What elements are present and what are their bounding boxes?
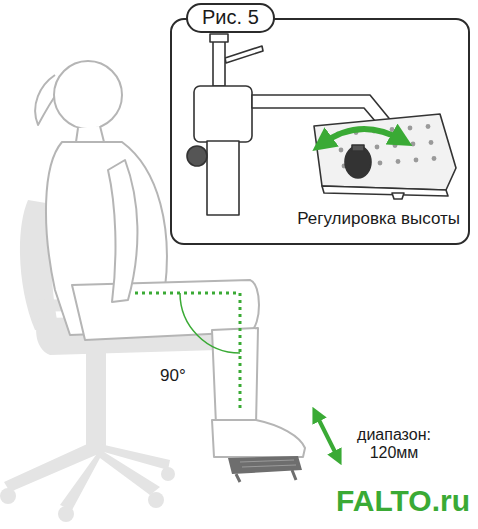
plate-hole: [411, 142, 416, 147]
inset-ground: [171, 19, 469, 244]
drawing-part: [239, 293, 242, 410]
plate-hole: [429, 140, 434, 145]
plate-hole: [378, 161, 383, 166]
drawing-part: [135, 292, 240, 295]
drawing-part: [236, 470, 296, 482]
figure-number: Рис. 5: [202, 6, 259, 29]
watermark: FALTO.ru: [336, 484, 470, 519]
neck: [76, 126, 104, 142]
chair-wheel: [161, 467, 175, 481]
plate-hole: [414, 158, 419, 163]
post-cap: [210, 34, 228, 42]
clamp-knob: [187, 146, 207, 166]
lower-leg: [212, 328, 258, 425]
plate-hole: [375, 145, 380, 150]
lower-tube: [207, 141, 239, 215]
range-label: диапазон: 120мм: [346, 426, 442, 463]
plate-hole: [432, 156, 437, 161]
angle-guide: [135, 293, 240, 410]
post: [213, 40, 225, 86]
range-arrow: [316, 414, 338, 458]
inset-panel: Рис. 5Регулировка высоты: [170, 18, 470, 245]
plate-hole: [393, 143, 398, 148]
drawing-part: [180, 293, 240, 353]
chair-column: [86, 352, 106, 447]
head: [54, 61, 122, 129]
arm: [108, 160, 137, 302]
knob-stem: [352, 145, 364, 151]
plate-hole: [339, 148, 344, 153]
chair-wheel: [0, 488, 16, 504]
chair-wheel: [58, 506, 74, 522]
chair-wheel: [148, 492, 164, 508]
drawing-part: [228, 456, 302, 474]
plate-hole: [426, 124, 431, 129]
plate-edge: [322, 186, 448, 196]
lever: [225, 46, 263, 63]
plate-hole: [396, 159, 401, 164]
foot-plate: [314, 114, 456, 190]
height-mechanism: [187, 34, 456, 215]
foot: [212, 420, 305, 457]
plate-support: [392, 193, 404, 199]
chair-base: [4, 440, 170, 510]
rotation-arrow: [322, 129, 402, 144]
drawing-part: [240, 460, 296, 467]
panel-caption: Регулировка высоты: [297, 209, 460, 229]
figure-tag: Рис. 5: [186, 3, 275, 33]
height-knob: [345, 146, 371, 178]
plate-hole: [408, 126, 413, 131]
footrest: [228, 456, 302, 482]
angle-label: 90°: [160, 366, 186, 386]
clamp-block: [194, 86, 252, 142]
